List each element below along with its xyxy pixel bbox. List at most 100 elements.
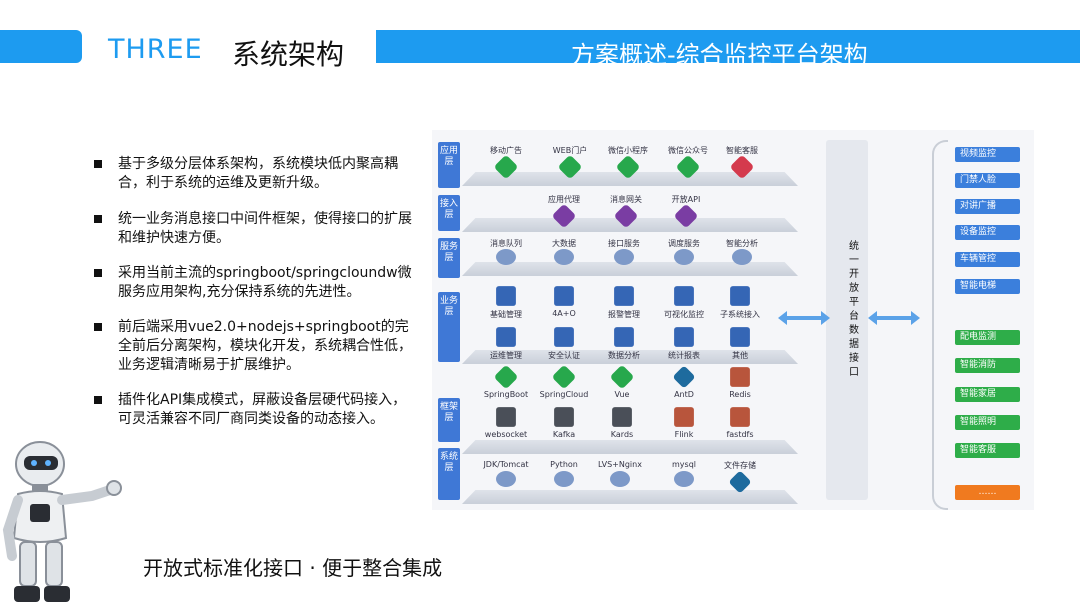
node-wechat-account: 微信公众号 <box>658 145 718 180</box>
bullet-square-icon <box>94 160 102 168</box>
node-smart-analysis: 智能分析 <box>712 238 772 265</box>
bullet-square-icon <box>94 269 102 277</box>
alarm-icon <box>614 286 634 306</box>
web-icon <box>557 154 583 180</box>
caption: 开放式标准化接口 · 便于整合集成 <box>143 556 443 580</box>
node-kards: Kards <box>592 406 652 441</box>
node-data-analysis: 数据分析 <box>594 326 654 361</box>
miniapp-icon <box>615 154 641 180</box>
node-smart-service: 智能客服 <box>712 145 772 180</box>
robot-mascot-icon <box>2 441 122 602</box>
chart-icon <box>614 327 634 347</box>
websocket-icon <box>496 407 516 427</box>
node-4a: 4A+O <box>534 285 594 320</box>
layer-label: 系统层 <box>438 448 460 500</box>
subsystem-tag: 配电监测 <box>955 330 1020 345</box>
feature-list: 基于多级分层体系架构，系统模块低内聚高耦合，利于系统的运维及更新升级。 统一业务… <box>90 155 420 445</box>
module-icon <box>730 327 750 347</box>
node-security-auth: 安全认证 <box>534 326 594 361</box>
node-vue: Vue <box>592 364 652 401</box>
kafka-icon <box>554 407 574 427</box>
node-message-queue: 消息队列 <box>476 238 536 265</box>
subsystem-bracket <box>932 140 948 510</box>
node-schedule-service: 调度服务 <box>654 238 714 265</box>
queue-icon <box>496 249 516 265</box>
springcloud-icon <box>551 364 577 390</box>
wechat-icon <box>675 154 701 180</box>
service-icon <box>729 154 755 180</box>
subsystem-tag: 智能家居 <box>955 387 1020 402</box>
module-icon <box>496 327 516 347</box>
node-mysql: mysql <box>654 460 714 487</box>
antd-icon <box>672 365 696 389</box>
storage-icon <box>728 470 752 494</box>
vue-icon <box>609 364 635 390</box>
unified-interface-label: 统一开放平台数据接口 <box>849 241 859 378</box>
layer-platform <box>462 350 798 364</box>
node-visual-monitor: 可视化监控 <box>654 285 714 320</box>
node-lvs-nginx: LVS+Nginx <box>590 460 650 487</box>
node-mini-program: 微信小程序 <box>598 145 658 180</box>
list-item: 基于多级分层体系架构，系统模块低内聚高耦合，利于系统的运维及更新升级。 <box>90 155 420 193</box>
layer-platform <box>462 262 798 276</box>
interface-icon <box>614 249 634 265</box>
subsystem-tag: 智能电梯 <box>955 279 1020 294</box>
node-ops-mgmt: 运维管理 <box>476 326 536 361</box>
flink-icon <box>674 407 694 427</box>
list-item-text: 统一业务消息接口中间件框架，使得接口的扩展和维护快速方便。 <box>118 211 412 246</box>
layer-label: 框架层 <box>438 398 460 442</box>
node-alarm-mgmt: 报警管理 <box>594 285 654 320</box>
gateway-icon <box>613 203 639 229</box>
subsystem-tag: 门禁人脸 <box>955 173 1020 188</box>
list-item-text: 采用当前主流的springboot/springcloundw微服务应用架构,充… <box>118 265 412 300</box>
proxy-icon <box>551 203 577 229</box>
subsystem-tag: 车辆管控 <box>955 252 1020 267</box>
subsystem-more-tag: …… <box>955 485 1020 500</box>
node-kafka: Kafka <box>534 406 594 441</box>
layer-label: 服务层 <box>438 238 460 278</box>
springboot-icon <box>493 364 519 390</box>
analysis-icon <box>732 249 752 265</box>
lock-icon <box>554 327 574 347</box>
subsystem-tag: 视频监控 <box>955 147 1020 162</box>
api-icon <box>673 203 699 229</box>
node-flink: Flink <box>654 406 714 441</box>
node-web-portal: WEB门户 <box>540 145 600 180</box>
subsystem-tag: 对讲广播 <box>955 199 1020 214</box>
list-item: 统一业务消息接口中间件框架，使得接口的扩展和维护快速方便。 <box>90 210 420 248</box>
subsystem-tag: 智能消防 <box>955 358 1020 373</box>
node-websocket: websocket <box>476 406 536 441</box>
node-file-storage: 文件存储 <box>710 460 770 494</box>
list-item-text: 基于多级分层体系架构，系统模块低内聚高耦合，利于系统的运维及更新升级。 <box>118 156 398 191</box>
node-jdk-tomcat: JDK/Tomcat <box>476 460 536 487</box>
banner: 方案概述-综合监控平台架构 <box>376 30 1080 63</box>
node-stat-report: 统计报表 <box>654 326 714 361</box>
node-interface-service: 接口服务 <box>594 238 654 265</box>
fastdfs-icon <box>730 407 750 427</box>
list-item: 插件化API集成模式，屏蔽设备层硬代码接入，可灵活兼容不同厂商同类设备的动态接入… <box>90 391 420 429</box>
node-basic-mgmt: 基础管理 <box>476 285 536 320</box>
node-redis: Redis <box>710 366 770 401</box>
list-item: 前后端采用vue2.0+nodejs+springboot的完全前后分离架构，模… <box>90 318 420 375</box>
app-icon <box>493 154 519 180</box>
layer-label: 业务层 <box>438 292 460 362</box>
node-subsystem-access: 子系统接入 <box>710 285 770 320</box>
node-springcloud: SpringCloud <box>534 364 594 401</box>
node-other: 其他 <box>710 326 770 361</box>
bullet-square-icon <box>94 396 102 404</box>
layer-label: 接入层 <box>438 195 460 231</box>
node-mobile-ad: 移动广告 <box>476 145 536 180</box>
node-open-api: 开放API <box>656 194 716 229</box>
python-icon <box>554 471 574 487</box>
subsystem-tag: 智能客服 <box>955 443 1020 458</box>
database-icon <box>674 471 694 487</box>
list-item: 采用当前主流的springboot/springcloundw微服务应用架构,充… <box>90 264 420 302</box>
node-python: Python <box>534 460 594 487</box>
section-title: 系统架构 <box>232 38 345 71</box>
bullet-square-icon <box>94 215 102 223</box>
unified-interface-panel <box>826 140 868 500</box>
node-app-proxy: 应用代理 <box>534 194 594 229</box>
report-icon <box>674 327 694 347</box>
subsystem-tag: 设备监控 <box>955 225 1020 240</box>
layer-platform <box>462 218 798 232</box>
